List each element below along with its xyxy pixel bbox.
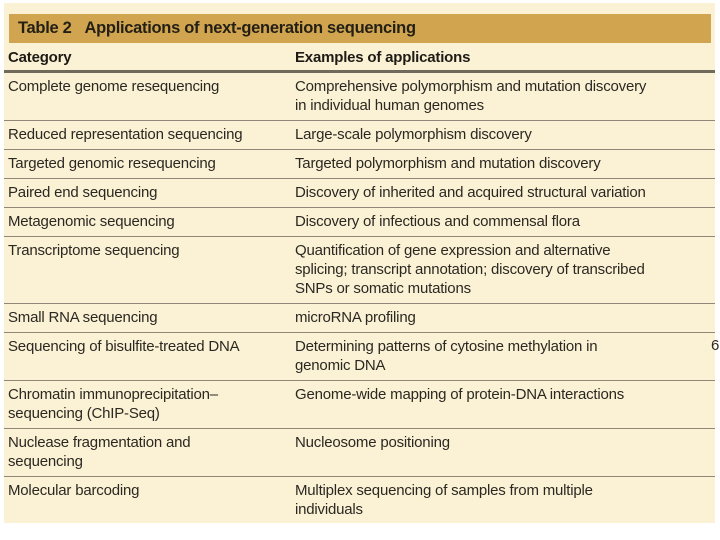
clipped-edge-character: 6 <box>711 337 720 354</box>
table-title: Applications of next-generation sequenci… <box>84 19 416 37</box>
table-number: Table 2 <box>18 19 72 37</box>
category-cell: Reduced representation sequencing <box>8 126 243 143</box>
application-cell: Quantification of gene expression and al… <box>295 242 645 297</box>
table-row: Complete genome resequencing Comprehensi… <box>4 73 715 121</box>
table-title-bar: Table 2 Applications of next-generation … <box>9 14 711 43</box>
application-cell: Nucleosome positioning <box>295 434 450 451</box>
application-cell: Large-scale polymorphism discovery <box>295 126 532 143</box>
category-cell: Transcriptome sequencing <box>8 242 180 259</box>
column-headers: Category Examples of applications <box>4 43 715 70</box>
table-row: Nuclease fragmentation and sequencing Nu… <box>4 429 715 477</box>
table-row: Metagenomic sequencing Discovery of infe… <box>4 208 715 237</box>
table-row: Targeted genomic resequencing Targeted p… <box>4 150 715 179</box>
category-cell: Paired end sequencing <box>8 184 158 201</box>
application-cell: Determining patterns of cytosine methyla… <box>295 338 598 374</box>
category-cell: Chromatin immunoprecipitation– sequencin… <box>8 386 218 422</box>
column-header-category: Category <box>8 49 72 66</box>
application-cell: Discovery of inherited and acquired stru… <box>295 184 646 201</box>
table-row: Reduced representation sequencing Large-… <box>4 121 715 150</box>
table-row: Paired end sequencing Discovery of inher… <box>4 179 715 208</box>
application-cell: Comprehensive polymorphism and mutation … <box>295 78 647 114</box>
category-cell: Complete genome resequencing <box>8 78 220 95</box>
header-rule <box>4 70 715 73</box>
application-cell: Genome-wide mapping of protein-DNA inter… <box>295 386 625 403</box>
table-row: Small RNA sequencing microRNA profiling <box>4 304 715 333</box>
table-panel: Table 2 Applications of next-generation … <box>4 3 715 523</box>
table-row: Transcriptome sequencing Quantification … <box>4 237 715 304</box>
application-cell: Discovery of infectious and commensal fl… <box>295 213 580 230</box>
category-cell: Small RNA sequencing <box>8 309 158 326</box>
application-cell: Multiplex sequencing of samples from mul… <box>295 482 593 518</box>
category-cell: Nuclease fragmentation and sequencing <box>8 434 191 470</box>
category-cell: Sequencing of bisulfite-treated DNA <box>8 338 240 355</box>
application-cell: microRNA profiling <box>295 309 416 326</box>
category-cell: Molecular barcoding <box>8 482 140 499</box>
application-cell: Targeted polymorphism and mutation disco… <box>295 155 601 172</box>
table-body: Complete genome resequencing Comprehensi… <box>4 73 715 524</box>
category-cell: Targeted genomic resequencing <box>8 155 216 172</box>
column-header-examples: Examples of applications <box>295 49 471 66</box>
table-row: Molecular barcoding Multiplex sequencing… <box>4 477 715 524</box>
category-cell: Metagenomic sequencing <box>8 213 175 230</box>
table-row: Sequencing of bisulfite-treated DNA Dete… <box>4 333 715 381</box>
table-row: Chromatin immunoprecipitation– sequencin… <box>4 381 715 429</box>
